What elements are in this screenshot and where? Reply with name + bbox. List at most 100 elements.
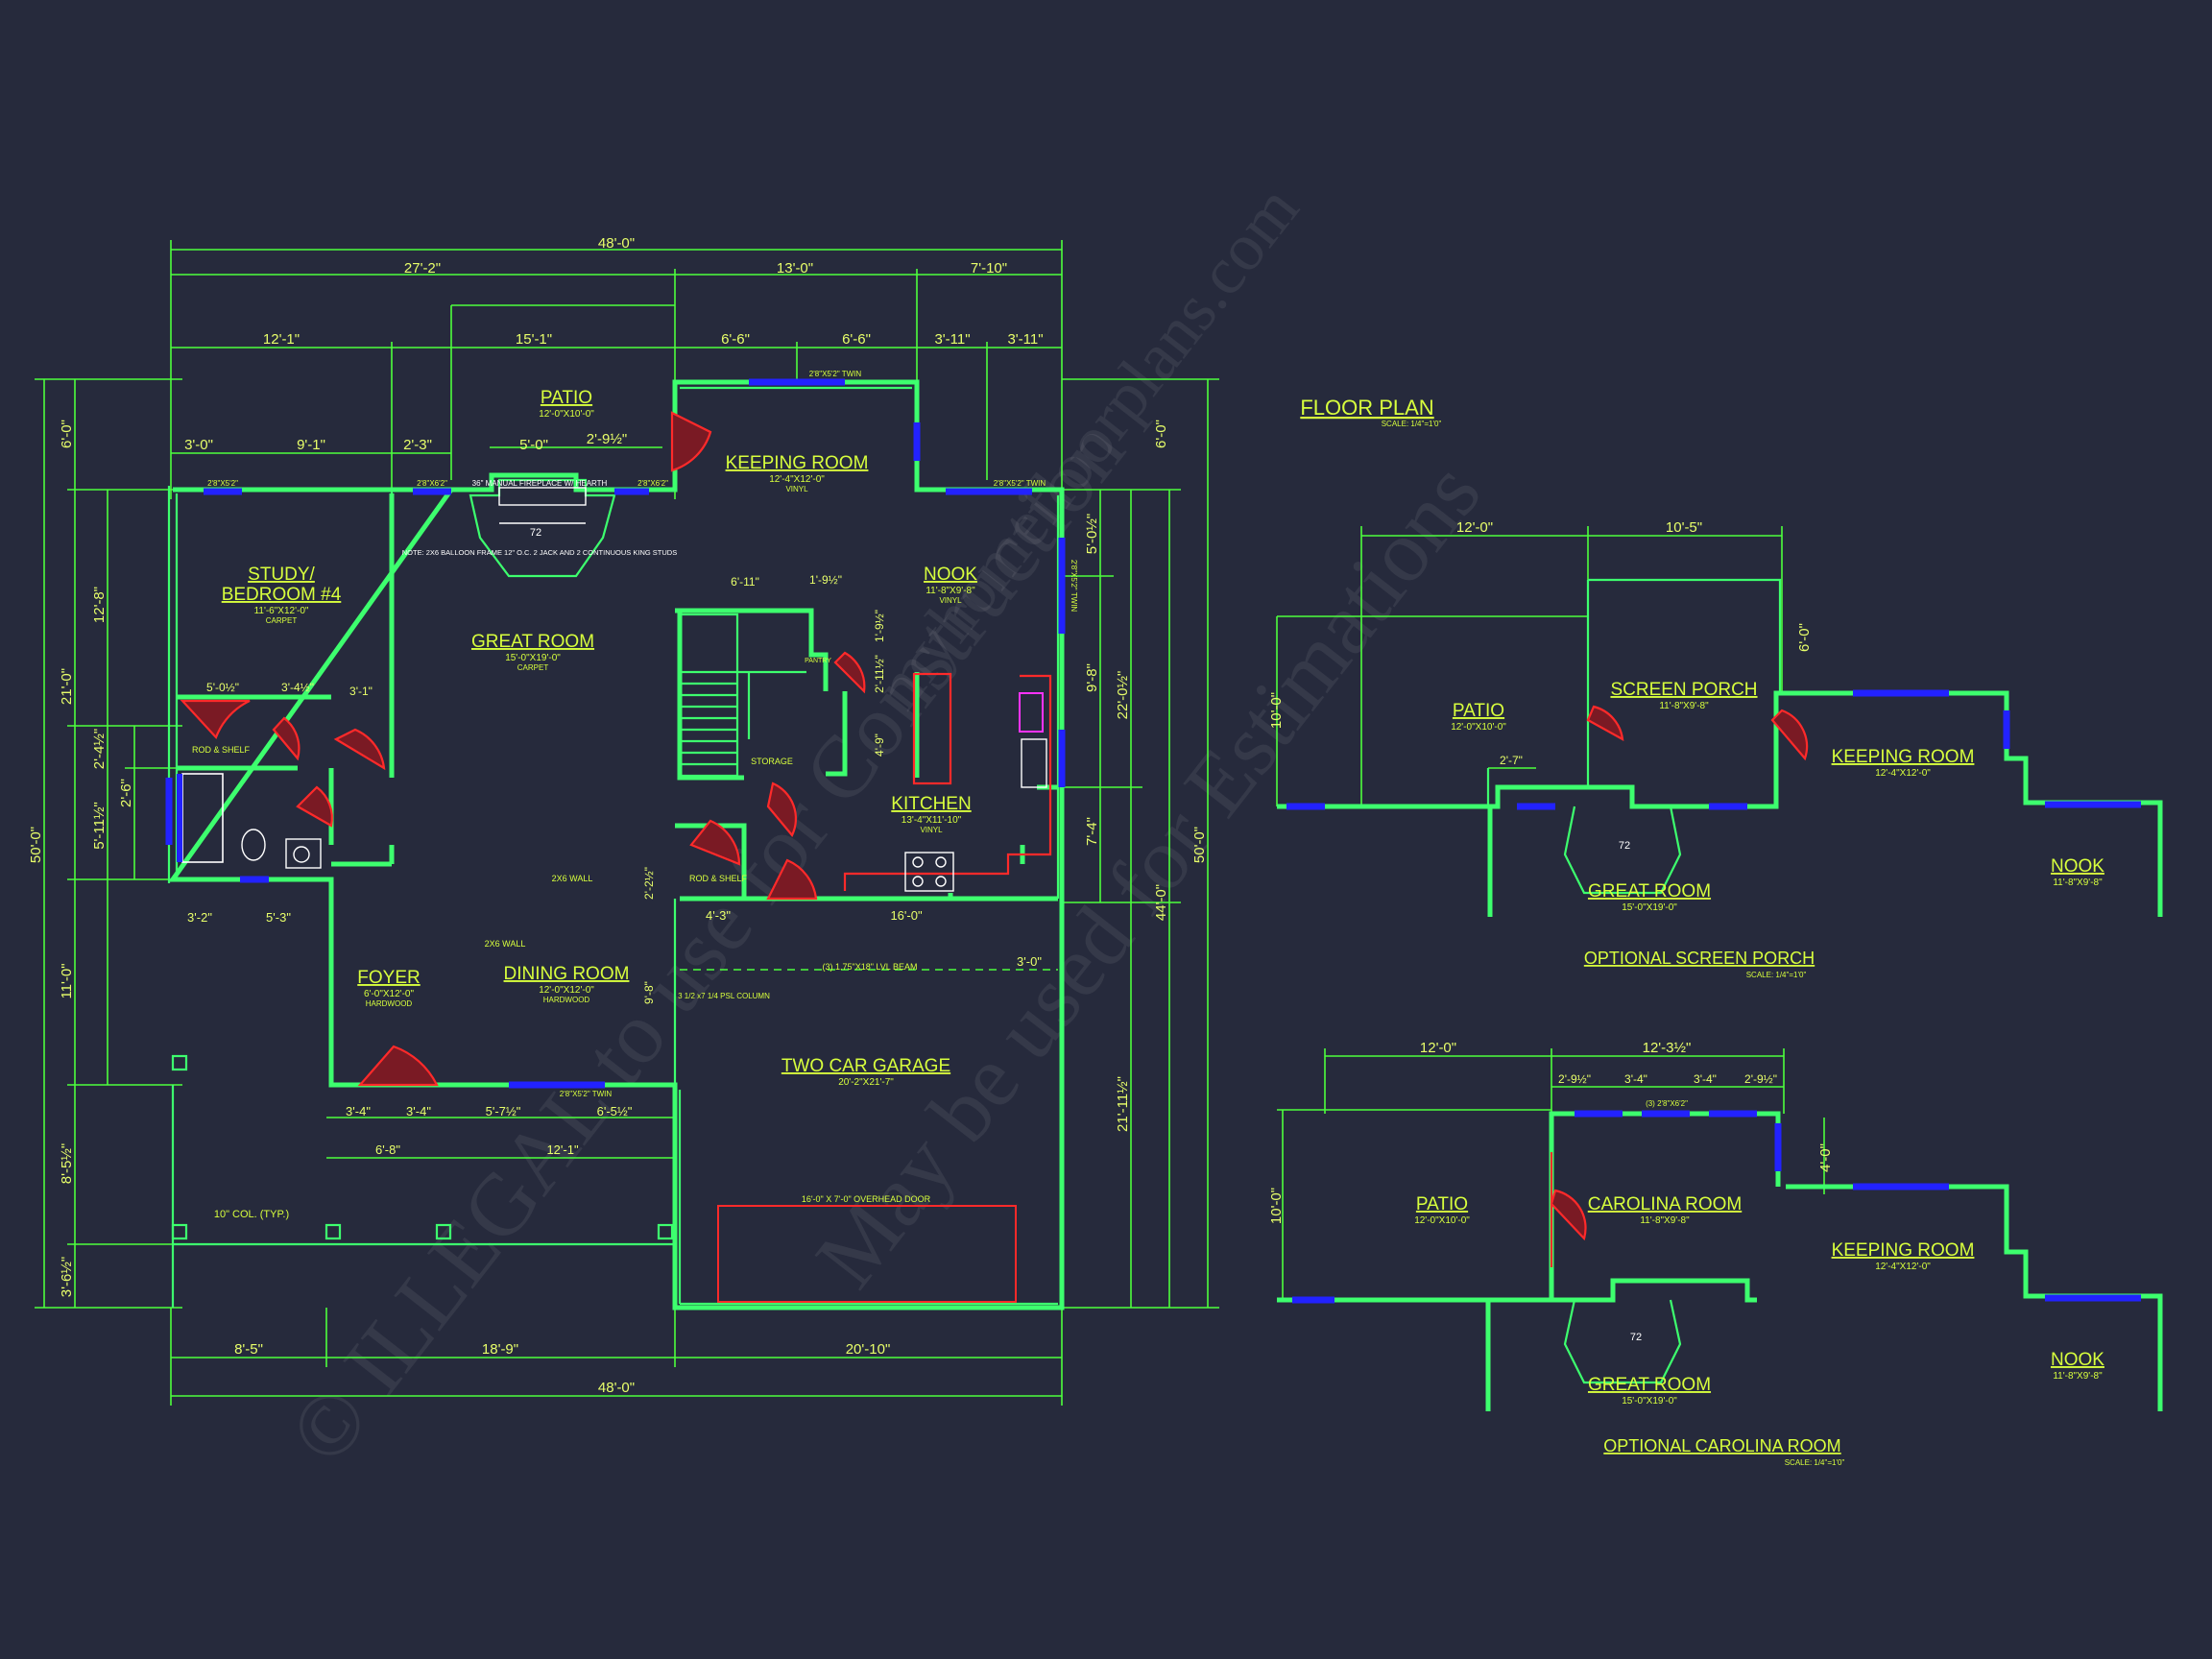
dim-int-9: 5'-3" [266,910,291,925]
note-storage: STORAGE [751,757,793,766]
dim-int-7: 4'-9" [873,733,886,757]
kitchen-island [912,672,952,785]
room-study-size: 11'-6"X12'-0" [254,606,309,616]
sp-hearth: 72 [1619,840,1630,852]
dim-int-2: 3'-1" [349,685,373,698]
room-dining-finish: HARDWOOD [543,996,590,1004]
right-dimension-lines [1062,378,1219,1309]
porch-columns [171,1054,675,1308]
dim-int-17: 16'-0" [890,908,923,923]
sp-dim-1: 10'-5" [1666,519,1702,536]
dim-top2-6: 3'-11" [1007,331,1043,348]
vanity [285,838,322,869]
note-rod-shelf-2: ROD & SHELF [689,874,748,883]
dim-left-8: 8'-5½" [59,1143,75,1184]
dim-right-3: 9'-8" [1084,663,1100,692]
floor-plan-scale: SCALE: 1/4"=1'0" [1382,420,1442,428]
dim-left-1: 6'-0" [59,420,75,448]
dim-int-8: 3'-2" [187,910,212,925]
left-dimension-lines [35,378,182,1309]
refrigerator [1019,692,1044,733]
dim-int-15: 12'-1" [546,1142,579,1157]
tub-glass [177,774,182,862]
dim-right-4: 22'-0½" [1115,671,1131,720]
note-2x6-wall-1: 2X6 WALL [552,874,593,883]
note-hearth-dim: 72 [530,527,541,539]
cr-room-patio-size: 12'-0"X10'-0" [1414,1215,1470,1226]
cr-room-nook: NOOK [2051,1350,2104,1370]
room-great-finish: CARPET [517,663,549,672]
dim-int-18: 3'-0" [1017,954,1042,969]
dim-int-13: 6'-5½" [597,1104,633,1118]
cr-dim-4: 3'-4" [1694,1072,1717,1086]
dim-top2-3: 6'-6" [721,331,750,348]
sp-room-porch-size: 11'-8"X9'-8" [1659,701,1709,711]
dim-int-20: 9'-8" [642,981,656,1004]
dim-right-overall: 50'-0" [1191,827,1208,863]
cr-room-carolina: CAROLINA ROOM [1588,1194,1742,1214]
cr-hearth: 72 [1630,1332,1642,1343]
dim-top-1: 27'-2" [404,260,441,276]
sp-room-nook-size: 11'-8"X9'-8" [2053,878,2103,888]
cr-dim-7: 4'-0" [1817,1143,1834,1172]
cr-windows: (3) 2'8"X6'2" [1646,1099,1688,1108]
watermark-line3: myhomefloorplans.com [861,173,1313,723]
cr-dim-6: 10'-0" [1268,1188,1285,1224]
note-column: 3 1/2 x7 1/4 PSL COLUMN [678,992,770,1000]
dim-left-5: 2'-6" [118,779,134,807]
room-nook-size: 11'-8"X9'-8" [926,586,975,596]
room-great: GREAT ROOM [471,632,594,652]
sp-room-porch: SCREEN PORCH [1610,680,1757,700]
top-dimension-lines [170,240,1063,499]
room-kitchen-size: 13'-4"X11'-10" [902,815,962,826]
note-beam: (3) 1.75"X18" LVL BEAM [823,962,918,972]
room-patio-size: 12'-0"X10'-0" [539,409,594,420]
dim-top2-2: 15'-1" [516,331,552,348]
dim-bottom-3: 20'-10" [846,1341,891,1358]
toilet [241,829,266,861]
cr-room-keeping: KEEPING ROOM [1832,1240,1975,1261]
room-study-line2: BEDROOM #4 [222,585,342,605]
stairs [678,613,806,778]
dim-int-10: 3'-4" [346,1104,371,1118]
win-label-4: 2'8"X5'2" TWIN [809,370,862,378]
windows [165,378,1066,1089]
dim-right-7: 21'-11½" [1115,1076,1131,1132]
sink [1021,738,1047,788]
dim-left-7: 11'-0" [59,963,75,998]
sp-dim-4: 2'-7" [1500,754,1523,767]
dim-right-6: 44'-0" [1153,884,1169,921]
fireplace [469,478,616,578]
bottom-dimension-lines [170,1117,1063,1406]
win-label-2: 2'8"X6'2" [417,479,447,488]
cr-room-patio: PATIO [1416,1194,1468,1214]
sp-room-nook: NOOK [2051,856,2104,877]
room-nook-finish: VINYL [939,596,962,605]
cr-room-great: GREAT ROOM [1588,1375,1711,1395]
room-great-size: 15'-0"X19'-0" [505,653,561,663]
sp-room-great-size: 15'-0"X19'-0" [1622,902,1677,913]
room-dining-size: 12'-0"X12'-0" [539,985,594,996]
cooktop [904,852,954,892]
screen-porch-scale: SCALE: 1/4"=1'0" [1746,971,1807,979]
sp-dim-2: 10'-0" [1268,692,1285,729]
cr-dim-2: 2'-9½" [1558,1072,1591,1086]
bathroom-fixtures [177,773,322,869]
dim-patio-5: 2'-9½" [587,431,627,447]
room-keeping-finish: VINYL [785,485,808,493]
room-garage-size: 20'-2"X21'-7" [838,1077,894,1088]
sp-room-keeping-size: 12'-4"X12'-0" [1875,768,1931,779]
room-keeping-size: 12'-4"X12'-0" [769,474,825,485]
main-floor-plan: 48'-0" 27'-2" 13'-0" 7'-10" 12'-1" 15'-1… [28,235,1441,1406]
sp-dim-3: 6'-0" [1796,623,1813,652]
sp-room-keeping: KEEPING ROOM [1832,747,1975,767]
room-foyer: FOYER [357,968,420,988]
cr-room-great-size: 15'-0"X19'-0" [1622,1396,1677,1407]
note-pantry: PANTRY [805,658,831,664]
dim-int-12: 5'-7½" [486,1104,521,1118]
dim-int-5: 1'-9½" [873,610,886,642]
overhead-garage-door [717,1205,1017,1303]
room-garage: TWO CAR GARAGE [781,1056,950,1076]
dim-int-19: 2'-2½" [642,867,656,900]
watermark: © ILLEGAL to use for Construction May be… [270,173,1500,1481]
